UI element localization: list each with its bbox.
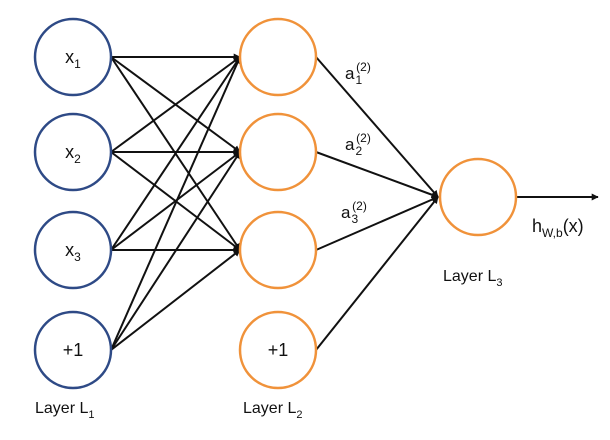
hidden-node-3 [238,210,318,290]
edge-h1-out [315,56,439,198]
input-node-1: x1 [33,17,113,97]
hidden-node-2-circle [238,112,318,192]
edge-h2-out [315,151,439,199]
input-node-2-circle [33,112,113,192]
input-node-2-label: x2 [65,142,81,166]
activation-label-3: a3(2) [341,199,367,226]
edge-h3-out [315,196,439,251]
output-node-circle [438,157,518,237]
input-node-1-circle [33,17,113,97]
hidden-node-2 [238,112,318,192]
labels: a1(2) a2(2) a3(2) hW,b(x) Layer L1 Layer… [35,60,584,421]
layer-label-2: Layer L2 [243,400,303,421]
input-node-3: x3 [33,210,113,290]
edge-in4-h3 [110,249,241,351]
input-node-1-label: x1 [65,47,81,71]
edge-h4-out [315,196,439,351]
layer-label-3: Layer L3 [443,268,503,289]
hidden-node-1-circle [238,17,318,97]
hidden-bias-node-circle [238,310,318,390]
input-bias-node-circle [33,310,113,390]
activation-label-2: a2(2) [345,131,371,158]
input-node-2: x2 [33,112,113,192]
input-bias-node: +1 [33,310,113,390]
edge-in2-h1 [110,56,241,153]
edge-in3-h2 [110,151,241,251]
hidden-bias-node: +1 [238,310,318,390]
layer-label-1: Layer L1 [35,400,95,421]
connections [110,53,599,351]
hidden-node-3-circle [238,210,318,290]
activation-label-1: a1(2) [345,60,371,87]
hidden-node-1 [238,17,318,97]
edge-in4-h2 [110,151,241,351]
edge-in3-h1 [110,56,241,251]
output-node [438,157,518,237]
nodes: x1 x2 x3 +1 +1 [33,17,518,390]
edge-in4-h1 [110,56,241,351]
input-node-3-label: x3 [65,240,81,264]
hidden-bias-node-label: +1 [268,340,289,360]
output-label: hW,b(x) [532,216,584,240]
input-node-3-circle [33,210,113,290]
input-bias-node-label: +1 [63,340,84,360]
